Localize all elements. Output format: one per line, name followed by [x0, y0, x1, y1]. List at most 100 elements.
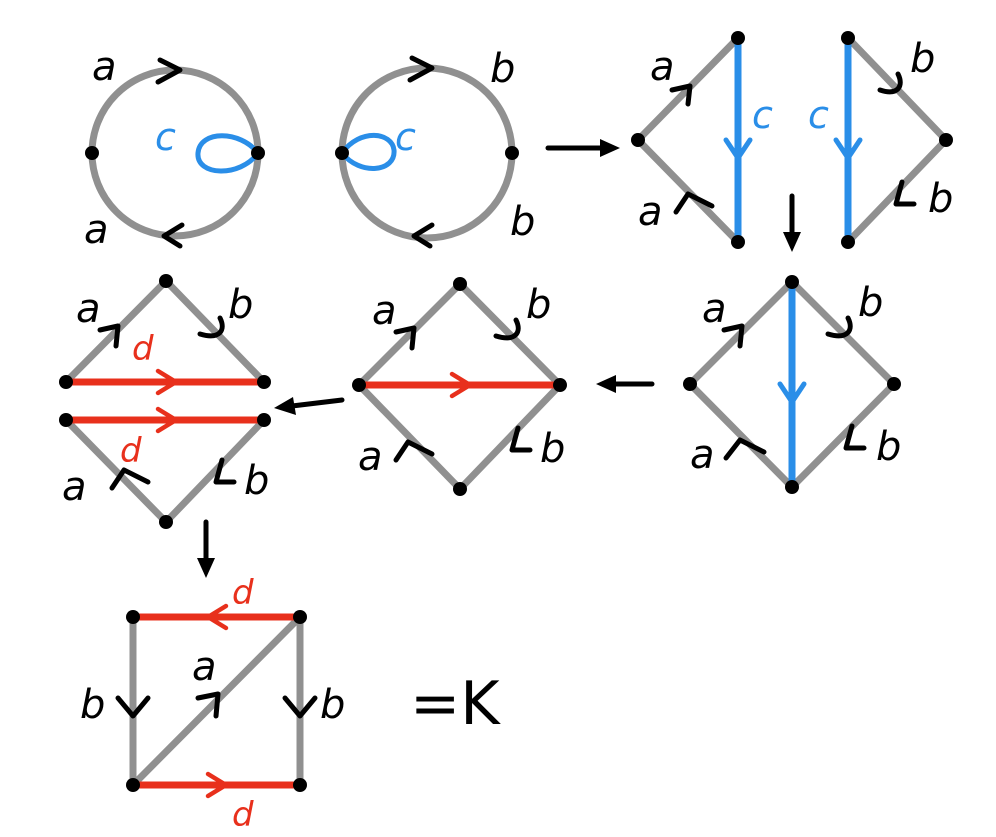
arrow-b-upper	[493, 317, 521, 341]
arrow-a-lower	[673, 191, 715, 215]
label-a-upper: a	[650, 44, 675, 90]
arrow-a-lower	[723, 437, 767, 461]
arrow-b-left	[115, 695, 151, 719]
arrow-d-top	[205, 603, 229, 631]
vertex	[159, 515, 173, 529]
arrow-b-lower	[843, 423, 867, 451]
label-a-diagonal: a	[192, 644, 217, 690]
diamond-split-d: d d a a b b	[59, 274, 271, 529]
label-a-bottom: a	[84, 207, 109, 253]
label-a-upper: a	[372, 288, 397, 334]
label-a-upper: a	[702, 286, 727, 332]
label-d-top: d	[132, 329, 154, 369]
step-arrow-down-1	[783, 193, 801, 252]
vertex	[159, 274, 173, 288]
vertex	[785, 275, 799, 289]
vertex	[257, 375, 271, 389]
vertex	[453, 482, 467, 496]
vertex	[126, 778, 140, 792]
label-b-lower: b	[876, 424, 901, 470]
label-a-upper: a	[76, 286, 101, 332]
vertex	[841, 31, 855, 45]
arrow-a-upper	[97, 323, 121, 349]
arrow-head	[596, 375, 616, 393]
diamond-with-d: a a b b	[352, 277, 567, 496]
arrow-b-upper	[825, 315, 853, 339]
vertex	[785, 480, 799, 494]
vertex	[85, 146, 99, 160]
arrow-b-lower	[213, 457, 237, 485]
label-b-bottom: b	[510, 199, 535, 245]
label-b-upper: b	[526, 282, 551, 328]
step-arrow-left-2	[274, 397, 345, 415]
cut-triangles: c a a c b b	[631, 31, 953, 249]
arrow-a-upper	[721, 323, 745, 349]
arrow-d-top	[155, 368, 179, 396]
vertex	[731, 31, 745, 45]
arrow-a-lower	[109, 467, 151, 491]
arrow-a-bottom	[161, 222, 185, 249]
vertex	[887, 377, 901, 391]
arrow-b-upper	[877, 71, 903, 95]
label-a-lower: a	[62, 464, 87, 510]
label-b-right: b	[320, 682, 345, 728]
step-arrow-left-1	[596, 375, 655, 393]
label-b-left: b	[80, 682, 105, 728]
vertex	[59, 413, 73, 427]
arrow-a-top	[155, 57, 183, 85]
vertex	[631, 133, 645, 147]
label-c-2: c	[395, 115, 416, 159]
label-b-upper: b	[228, 282, 253, 328]
label-d-bottom: d	[232, 795, 254, 835]
label-d-bottom: d	[120, 431, 142, 471]
label-c-right: c	[808, 93, 829, 137]
vertex	[293, 610, 307, 624]
label-a-lower: a	[358, 434, 383, 480]
vertex	[731, 235, 745, 249]
arrow-head	[600, 139, 620, 157]
label-b-upper: b	[858, 280, 883, 326]
arrow-d-bottom	[205, 771, 229, 799]
arrow-b-lower	[509, 425, 533, 453]
diamond-glued: a a b b	[683, 275, 901, 494]
arrow-b-lower	[893, 179, 917, 207]
vertex	[251, 146, 265, 160]
vertex	[59, 375, 73, 389]
disk-b: b b c	[335, 46, 535, 249]
label-b-lower: b	[244, 458, 269, 504]
step-arrow-right	[545, 139, 620, 157]
arrow-head	[274, 397, 296, 415]
step-arrow-down-2	[197, 519, 215, 578]
arrow-c-left	[723, 137, 753, 161]
arrow-b-upper	[197, 315, 225, 339]
vertex	[453, 277, 467, 291]
arrow-c-right	[833, 137, 863, 161]
result-label: =K	[410, 669, 501, 739]
label-c-left: c	[752, 93, 773, 137]
vertex	[293, 778, 307, 792]
arrow-head	[783, 232, 801, 252]
arrow-b-top	[407, 55, 435, 83]
arrow-b-right	[282, 695, 318, 719]
arrow-a-upper	[669, 83, 693, 107]
vertex	[257, 413, 271, 427]
disk-a: a a c	[84, 44, 265, 253]
arrow-b-bottom	[411, 222, 435, 249]
label-c-1: c	[155, 115, 176, 159]
arrow-d-bottom	[155, 406, 179, 434]
vertex	[126, 610, 140, 624]
arrow-d	[449, 371, 473, 399]
curve-c-1	[195, 133, 261, 174]
arrow-a-diagonal	[195, 691, 221, 719]
klein-square: d d b b a	[80, 573, 345, 835]
vertex	[352, 378, 366, 392]
label-a-top: a	[92, 44, 117, 90]
arrow-a-lower	[393, 439, 435, 463]
arrow-a-upper	[393, 325, 417, 351]
vertex	[335, 146, 349, 160]
label-b-lower: b	[540, 426, 565, 472]
split-bottom-edges	[62, 416, 268, 528]
label-b-upper: b	[910, 36, 935, 82]
arrow-shaft	[289, 397, 345, 409]
